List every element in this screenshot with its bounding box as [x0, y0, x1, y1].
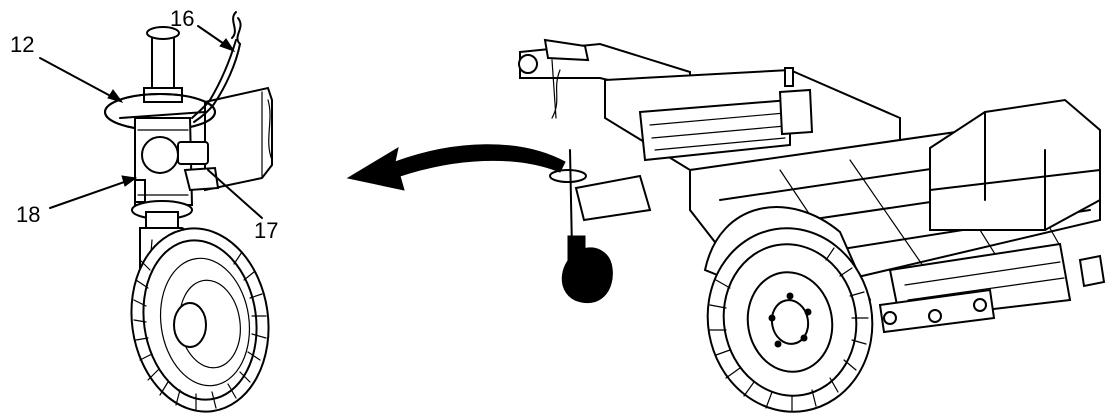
jack-housing: [134, 117, 220, 206]
trailer-illustration: [518, 38, 1106, 413]
callout-18: 18: [16, 202, 40, 227]
top-pin: [143, 26, 183, 103]
trailer-wheel: [706, 227, 874, 413]
callout-16: 16: [170, 6, 194, 31]
leader-lines: [39, 25, 263, 219]
caster-tire: [130, 227, 270, 413]
leader-18: [49, 179, 131, 209]
trailer-caster: [549, 149, 652, 304]
arrowhead-12: [107, 89, 124, 103]
leader-12: [39, 57, 119, 101]
mounting-bracket: [204, 86, 273, 192]
callout-12: 12: [10, 32, 34, 57]
rear-tool-box: [929, 98, 1101, 231]
detail-pointer-arrow: [346, 144, 566, 191]
arrowhead-18: [121, 175, 138, 187]
trailer-frame: [604, 67, 901, 172]
rear-bumper: [878, 254, 1106, 334]
leader-17: [207, 169, 263, 219]
arrowhead-16: [219, 38, 236, 52]
caster-wheel-detail: 12 16 17 18: [10, 6, 278, 413]
callout-17: 17: [254, 218, 278, 243]
